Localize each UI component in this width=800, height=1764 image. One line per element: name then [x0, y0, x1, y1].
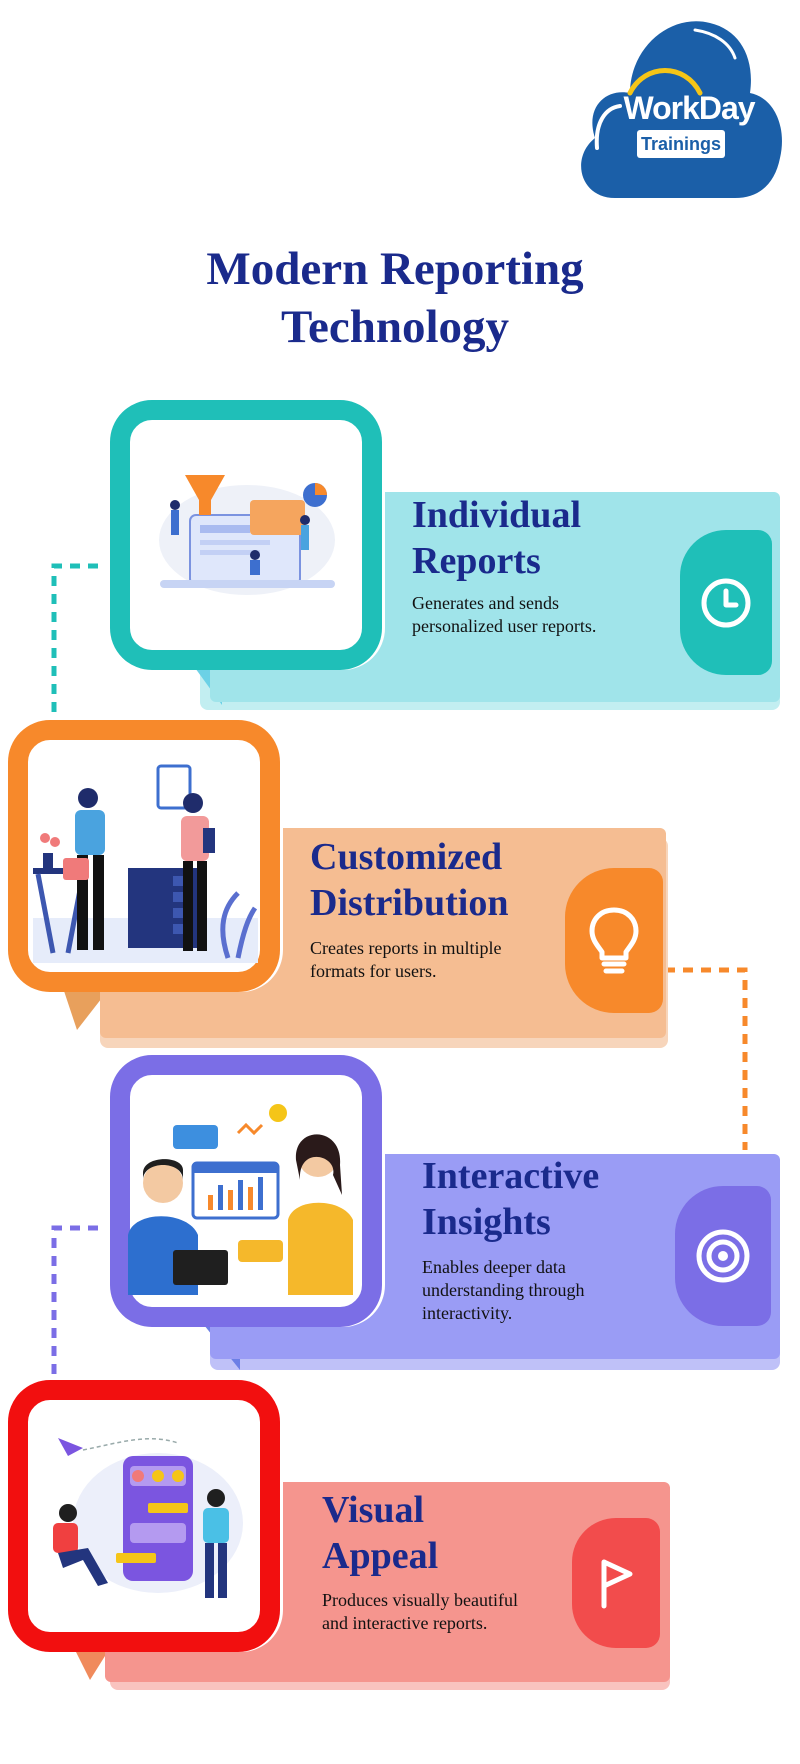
connector-orange	[665, 967, 748, 1150]
workday-trainings-logo: WorkDay Trainings	[575, 8, 785, 198]
card-heading: Individual Reports	[412, 492, 581, 584]
connector-teal	[51, 563, 98, 718]
illustration-insights	[128, 1104, 353, 1295]
connector-purple	[51, 1225, 98, 1380]
card-heading-line1: Visual	[322, 1489, 425, 1531]
lightbulb-icon	[589, 907, 639, 973]
band-fold	[62, 985, 112, 1030]
lightbulb-icon-badge	[565, 868, 663, 1013]
card-desc-line1: Produces visually beautiful	[322, 1590, 518, 1610]
image-frame	[110, 1055, 385, 1327]
page-title-line2: Technology	[280, 301, 510, 353]
card-description: Enables deeper data understanding throug…	[422, 1256, 584, 1325]
illustration-reports	[159, 475, 335, 595]
cloud-logo-icon	[581, 21, 782, 198]
card-desc-line2: formats for users.	[310, 961, 437, 981]
image-frame	[8, 1380, 283, 1652]
card-desc-line2: understanding through	[422, 1280, 585, 1300]
card-heading-line1: Customized	[310, 836, 503, 878]
logo-text-trainings: Trainings	[640, 134, 721, 154]
card-heading: Visual Appeal	[322, 1487, 438, 1579]
card-heading-line1: Individual	[412, 494, 581, 536]
card-desc-line2: and interactive reports.	[322, 1613, 488, 1633]
flag-icon-badge	[572, 1518, 660, 1648]
clock-icon-badge	[680, 530, 772, 675]
card-desc-line1: Enables deeper data	[422, 1257, 566, 1277]
flag-icon	[601, 1559, 633, 1609]
illustration-visual-appeal	[53, 1438, 243, 1598]
target-icon-badge	[675, 1186, 771, 1326]
target-icon	[696, 1229, 750, 1283]
card-heading: Interactive Insights	[422, 1153, 599, 1245]
card-heading-line2: Appeal	[322, 1535, 439, 1577]
card-heading-line2: Insights	[422, 1201, 551, 1243]
card-description: Produces visually beautiful and interact…	[322, 1589, 518, 1635]
clock-icon	[701, 578, 751, 627]
illustration-distribution	[33, 764, 258, 963]
logo-text-workday: WorkDay	[623, 90, 755, 126]
card-desc-line3: interactivity.	[422, 1303, 513, 1323]
card-heading-line2: Reports	[412, 540, 541, 582]
card-description: Generates and sends personalized user re…	[412, 592, 596, 638]
card-desc-line2: personalized user reports.	[412, 616, 597, 636]
card-heading-line2: Distribution	[310, 882, 509, 924]
card-description: Creates reports in multiple formats for …	[310, 937, 501, 983]
card-desc-line1: Generates and sends	[412, 593, 559, 613]
image-frame	[110, 400, 385, 670]
card-heading-line1: Interactive	[422, 1155, 600, 1197]
page-title: Modern Reporting Technology	[0, 240, 790, 356]
card-heading: Customized Distribution	[310, 834, 508, 926]
page-title-line1: Modern Reporting	[206, 243, 584, 295]
card-desc-line1: Creates reports in multiple	[310, 938, 502, 958]
image-frame	[8, 720, 283, 992]
